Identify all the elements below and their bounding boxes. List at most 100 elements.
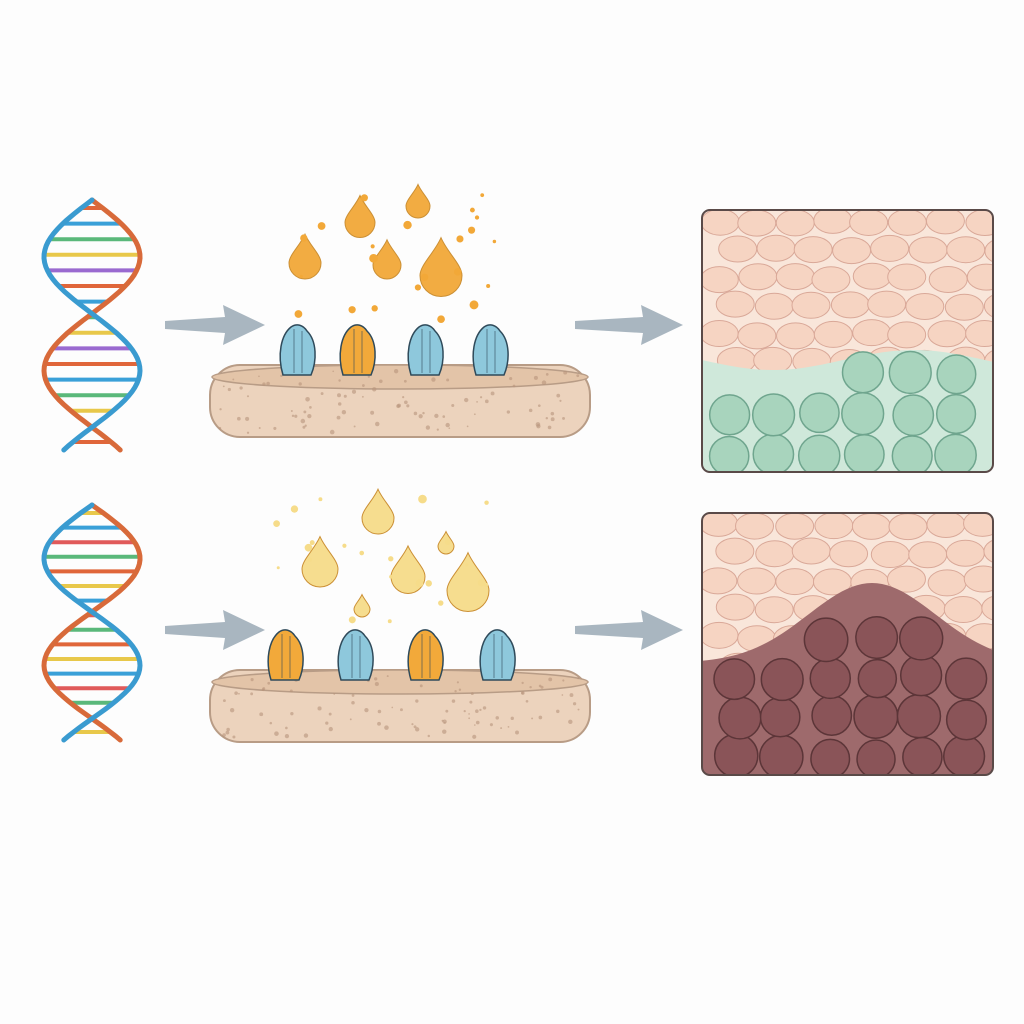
skin-cell (738, 263, 778, 291)
receptor-body (472, 324, 509, 376)
receptor-body (267, 629, 304, 681)
membrane-speck (535, 422, 541, 427)
membrane-speck (577, 677, 580, 680)
membrane-speck (353, 425, 356, 428)
membrane-speck (436, 428, 439, 431)
membrane-speck (225, 730, 230, 735)
membrane-speck (307, 413, 312, 419)
receptor-protein-icon (267, 629, 304, 681)
membrane-speck (305, 397, 310, 402)
ligand-particle (403, 220, 412, 230)
skin-cell (888, 513, 928, 541)
green-cell (797, 434, 841, 472)
membrane-speck (262, 382, 266, 386)
membrane-speck (442, 415, 446, 418)
skin-cell (715, 537, 755, 565)
membrane-speck (445, 709, 449, 713)
skin-cell (830, 291, 870, 319)
dark-cell (810, 738, 851, 775)
receptor-body (337, 629, 374, 681)
ligand-particle (309, 540, 315, 546)
membrane-speck (495, 716, 499, 720)
skin-cell (946, 236, 986, 264)
ligand-particle (438, 600, 444, 606)
skin-cell (702, 621, 739, 649)
skin-cell (852, 262, 892, 290)
receptor-subunit-line (351, 634, 361, 678)
membrane-speck (290, 712, 294, 716)
membrane-speck (470, 692, 474, 696)
membrane-speck (367, 375, 370, 378)
membrane-speck (569, 693, 574, 697)
membrane-speck (464, 397, 469, 403)
ligand-particle (474, 215, 480, 220)
membrane-speck (572, 702, 577, 706)
dna-strand (41, 502, 143, 743)
dark-cell (898, 616, 944, 661)
ligand-droplet-icon (405, 183, 431, 219)
membrane-speck (284, 733, 290, 739)
skin-cell (775, 513, 815, 540)
membrane-speck (361, 384, 365, 387)
green-cell (708, 394, 751, 436)
dark-cell (899, 654, 943, 697)
skin-cell (944, 293, 984, 321)
membrane-speck (463, 710, 466, 713)
membrane-speck (490, 391, 495, 396)
membrane-speck (404, 400, 408, 405)
cell-membrane (209, 669, 591, 743)
receptor-body (279, 324, 316, 376)
membrane-speck (245, 416, 250, 421)
membrane-speck (226, 727, 230, 732)
ligand-particle (273, 520, 280, 527)
skin-cell (702, 320, 739, 348)
arrow-right-icon (165, 610, 265, 650)
skin-cell (908, 541, 948, 569)
membrane-speck (484, 399, 489, 404)
skin-cell (813, 210, 853, 234)
skin-cell (886, 565, 926, 593)
skin-cell (791, 537, 831, 565)
membrane-speck (303, 733, 309, 738)
membrane-speck (266, 381, 270, 386)
membrane-speck (446, 378, 450, 382)
membrane-speck (475, 720, 480, 725)
membrane-speck (258, 426, 261, 429)
skin-cell (776, 322, 816, 350)
membrane-speck (538, 715, 543, 720)
membrane-speck (419, 684, 423, 688)
membrane-speck (298, 382, 302, 386)
membrane-speck (317, 706, 322, 711)
skin-cell (702, 210, 740, 236)
skin-cell (870, 541, 910, 569)
skin-cell (702, 266, 739, 294)
tissue-border (701, 209, 994, 473)
skin-cell (963, 565, 993, 593)
membrane-speck (238, 692, 240, 695)
dark-cell (803, 617, 849, 663)
skin-cell (887, 263, 927, 291)
membrane-speck (431, 377, 436, 382)
membrane-speck (533, 375, 538, 380)
dark-cell (713, 658, 756, 701)
membrane-speck (548, 677, 553, 682)
membrane-speck (374, 682, 379, 687)
ligand-droplet-icon (288, 232, 322, 280)
membrane-speck (289, 689, 293, 693)
membrane-speck (448, 427, 451, 430)
membrane-speck (280, 374, 283, 378)
ligand-particle (444, 538, 451, 546)
ligand-particle (290, 505, 299, 513)
membrane-speck (525, 699, 529, 703)
membrane-speck (456, 681, 459, 684)
dark-cell (856, 739, 896, 775)
membrane-speck (425, 425, 431, 430)
dark-cell (942, 735, 986, 775)
skin-cell (754, 292, 794, 320)
membrane-speck (222, 733, 226, 737)
green-cell (888, 350, 932, 395)
skin-cell (702, 567, 738, 595)
membrane-speck (444, 722, 446, 724)
membrane-speck (222, 699, 226, 703)
membrane-speck (545, 416, 549, 420)
